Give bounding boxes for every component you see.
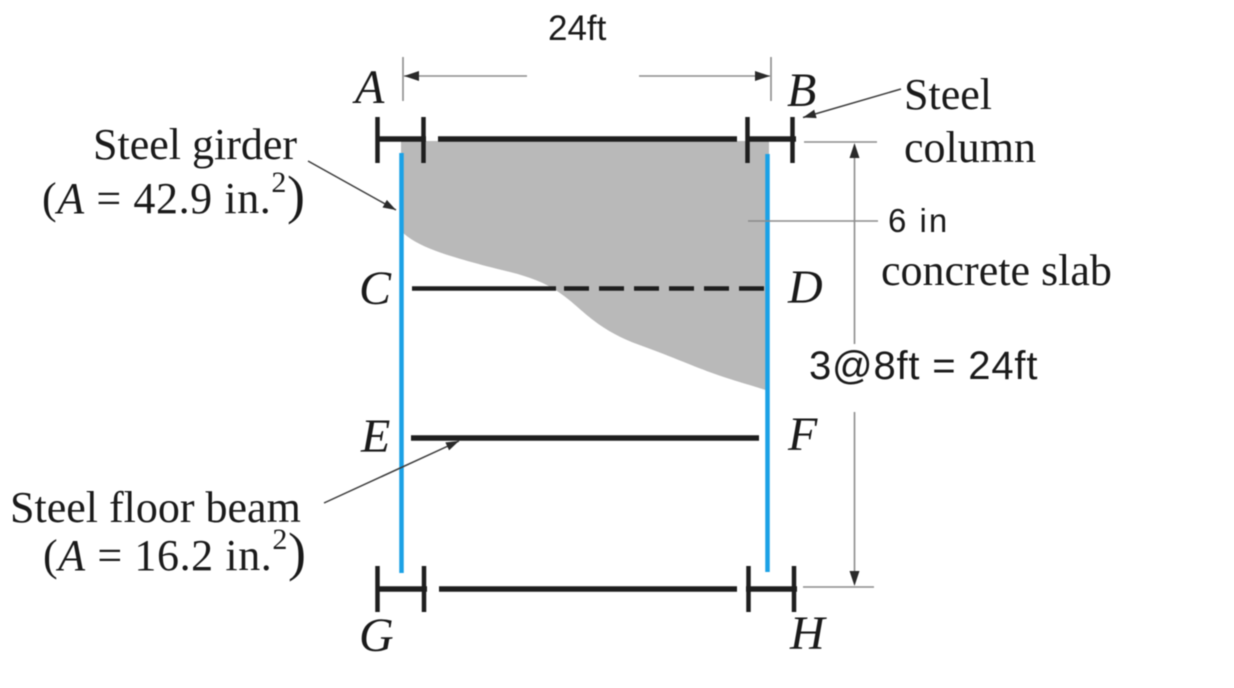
svg-text:concrete slab: concrete slab bbox=[881, 246, 1112, 295]
svg-text:24ft: 24ft bbox=[548, 9, 607, 48]
svg-text:3@8ft = 24ft: 3@8ft = 24ft bbox=[809, 344, 1038, 388]
svg-text:Steel floor beam: Steel floor beam bbox=[10, 483, 301, 532]
svg-text:Steel: Steel bbox=[904, 70, 992, 119]
svg-text:6 in: 6 in bbox=[888, 202, 949, 239]
svg-text:B: B bbox=[787, 64, 816, 117]
svg-text:A: A bbox=[352, 61, 385, 114]
svg-text:G: G bbox=[359, 609, 394, 662]
svg-text:F: F bbox=[787, 408, 818, 461]
svg-text:H: H bbox=[789, 607, 827, 660]
svg-text:C: C bbox=[359, 262, 392, 315]
svg-text:column: column bbox=[904, 123, 1036, 172]
svg-text:Steel girder: Steel girder bbox=[93, 120, 297, 169]
svg-text:E: E bbox=[360, 410, 390, 463]
svg-text:(A = 16.2 in.2): (A = 16.2 in.2) bbox=[43, 522, 307, 582]
svg-text:D: D bbox=[787, 261, 823, 314]
svg-text:(A = 42.9 in.2): (A = 42.9 in.2) bbox=[42, 165, 306, 225]
